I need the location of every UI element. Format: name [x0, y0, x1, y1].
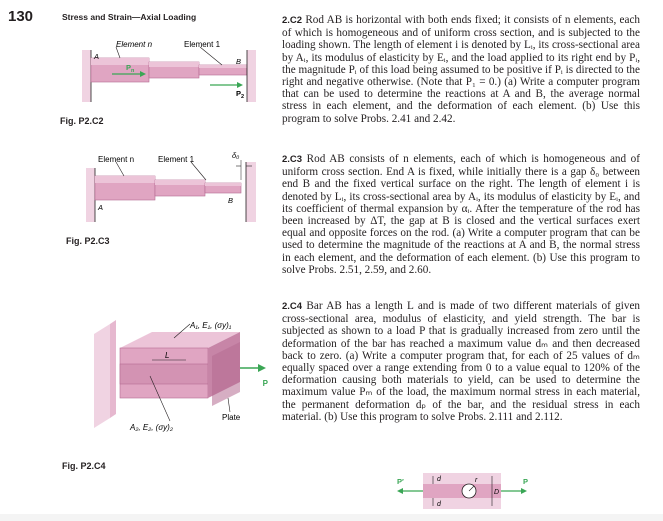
figure-p2c4: A₁, E₁, (σy)₁ L P A₂, E₂, (σy)₂ Plate [94, 320, 269, 432]
label-b: B [236, 57, 241, 66]
problem-2c2-number: 2.C2 [282, 15, 303, 26]
label-d-bottom: d [437, 501, 442, 508]
label-element-n: Element n [98, 155, 134, 164]
bar-core [119, 363, 209, 385]
left-wall [82, 50, 91, 102]
left-wall [86, 168, 95, 222]
problem-2c4-number: 2.C4 [282, 301, 303, 312]
label-element-n: Element n [116, 40, 153, 49]
label-d-top: d [437, 476, 442, 483]
left-wall [94, 324, 110, 428]
right-wall [246, 162, 256, 222]
caption-p2c2: Fig. P2.C2 [60, 116, 104, 126]
arrow-p-prime-icon [397, 488, 403, 494]
problem-2c2-text: Rod AB is horizontal with both ends fixe… [282, 14, 641, 125]
label-l: L [165, 351, 169, 360]
label-a: A [97, 203, 103, 212]
label-plate: Plate [222, 413, 241, 422]
label-b: B [228, 196, 233, 205]
page-bottom-edge [0, 514, 663, 521]
problem-2c3: 2.C3 Rod AB consists of n elements, each… [282, 153, 640, 276]
problem-2c3-text: Rod AB consists of n elements, each of w… [282, 153, 640, 276]
arrow-p2-icon [237, 82, 243, 88]
problem-2c4-text: Bar AB has a length L and is made of two… [282, 300, 640, 423]
label-big-d: D [494, 489, 499, 496]
label-delta0: δ₀ [232, 151, 239, 160]
label-a: A [93, 52, 99, 61]
label-p: P [523, 477, 528, 486]
label-element-1: Element 1 [184, 40, 221, 49]
problem-2c4: 2.C4 Bar AB has a length L and is made o… [282, 300, 640, 423]
caption-p2c3: Fig. P2.C3 [66, 236, 110, 246]
label-material-2: A₂, E₂, (σy)₂ [129, 423, 173, 432]
label-p-prime: P′ [397, 477, 404, 486]
running-header: Stress and Strain—Axial Loading [62, 12, 197, 22]
arrow-p-icon [521, 488, 527, 494]
figure-p2c3: Element n Element 1 δ₀ A B [86, 151, 256, 222]
label-material-1: A₁, E₁, (σy)₁ [189, 321, 232, 330]
label-p: P [263, 379, 269, 388]
caption-p2c4: Fig. P2.C4 [62, 461, 106, 471]
label-p2: P2 [236, 89, 244, 100]
plate [212, 342, 240, 406]
arrow-pn-icon [140, 71, 146, 77]
page-number: 130 [8, 8, 34, 25]
problem-2c2: 2.C2 Rod AB is horizontal with both ends… [282, 14, 640, 125]
figure-loading-sketch: P′ P d d r D [397, 473, 528, 509]
right-wall [247, 50, 256, 102]
problem-2c3-number: 2.C3 [282, 154, 303, 165]
label-r: r [475, 477, 478, 484]
arrow-p-icon [258, 364, 266, 372]
figure-p2c2: Element n Element 1 A B Pn P2 [82, 40, 256, 102]
label-element-1: Element 1 [158, 155, 195, 164]
label-pn: Pn [126, 63, 135, 74]
